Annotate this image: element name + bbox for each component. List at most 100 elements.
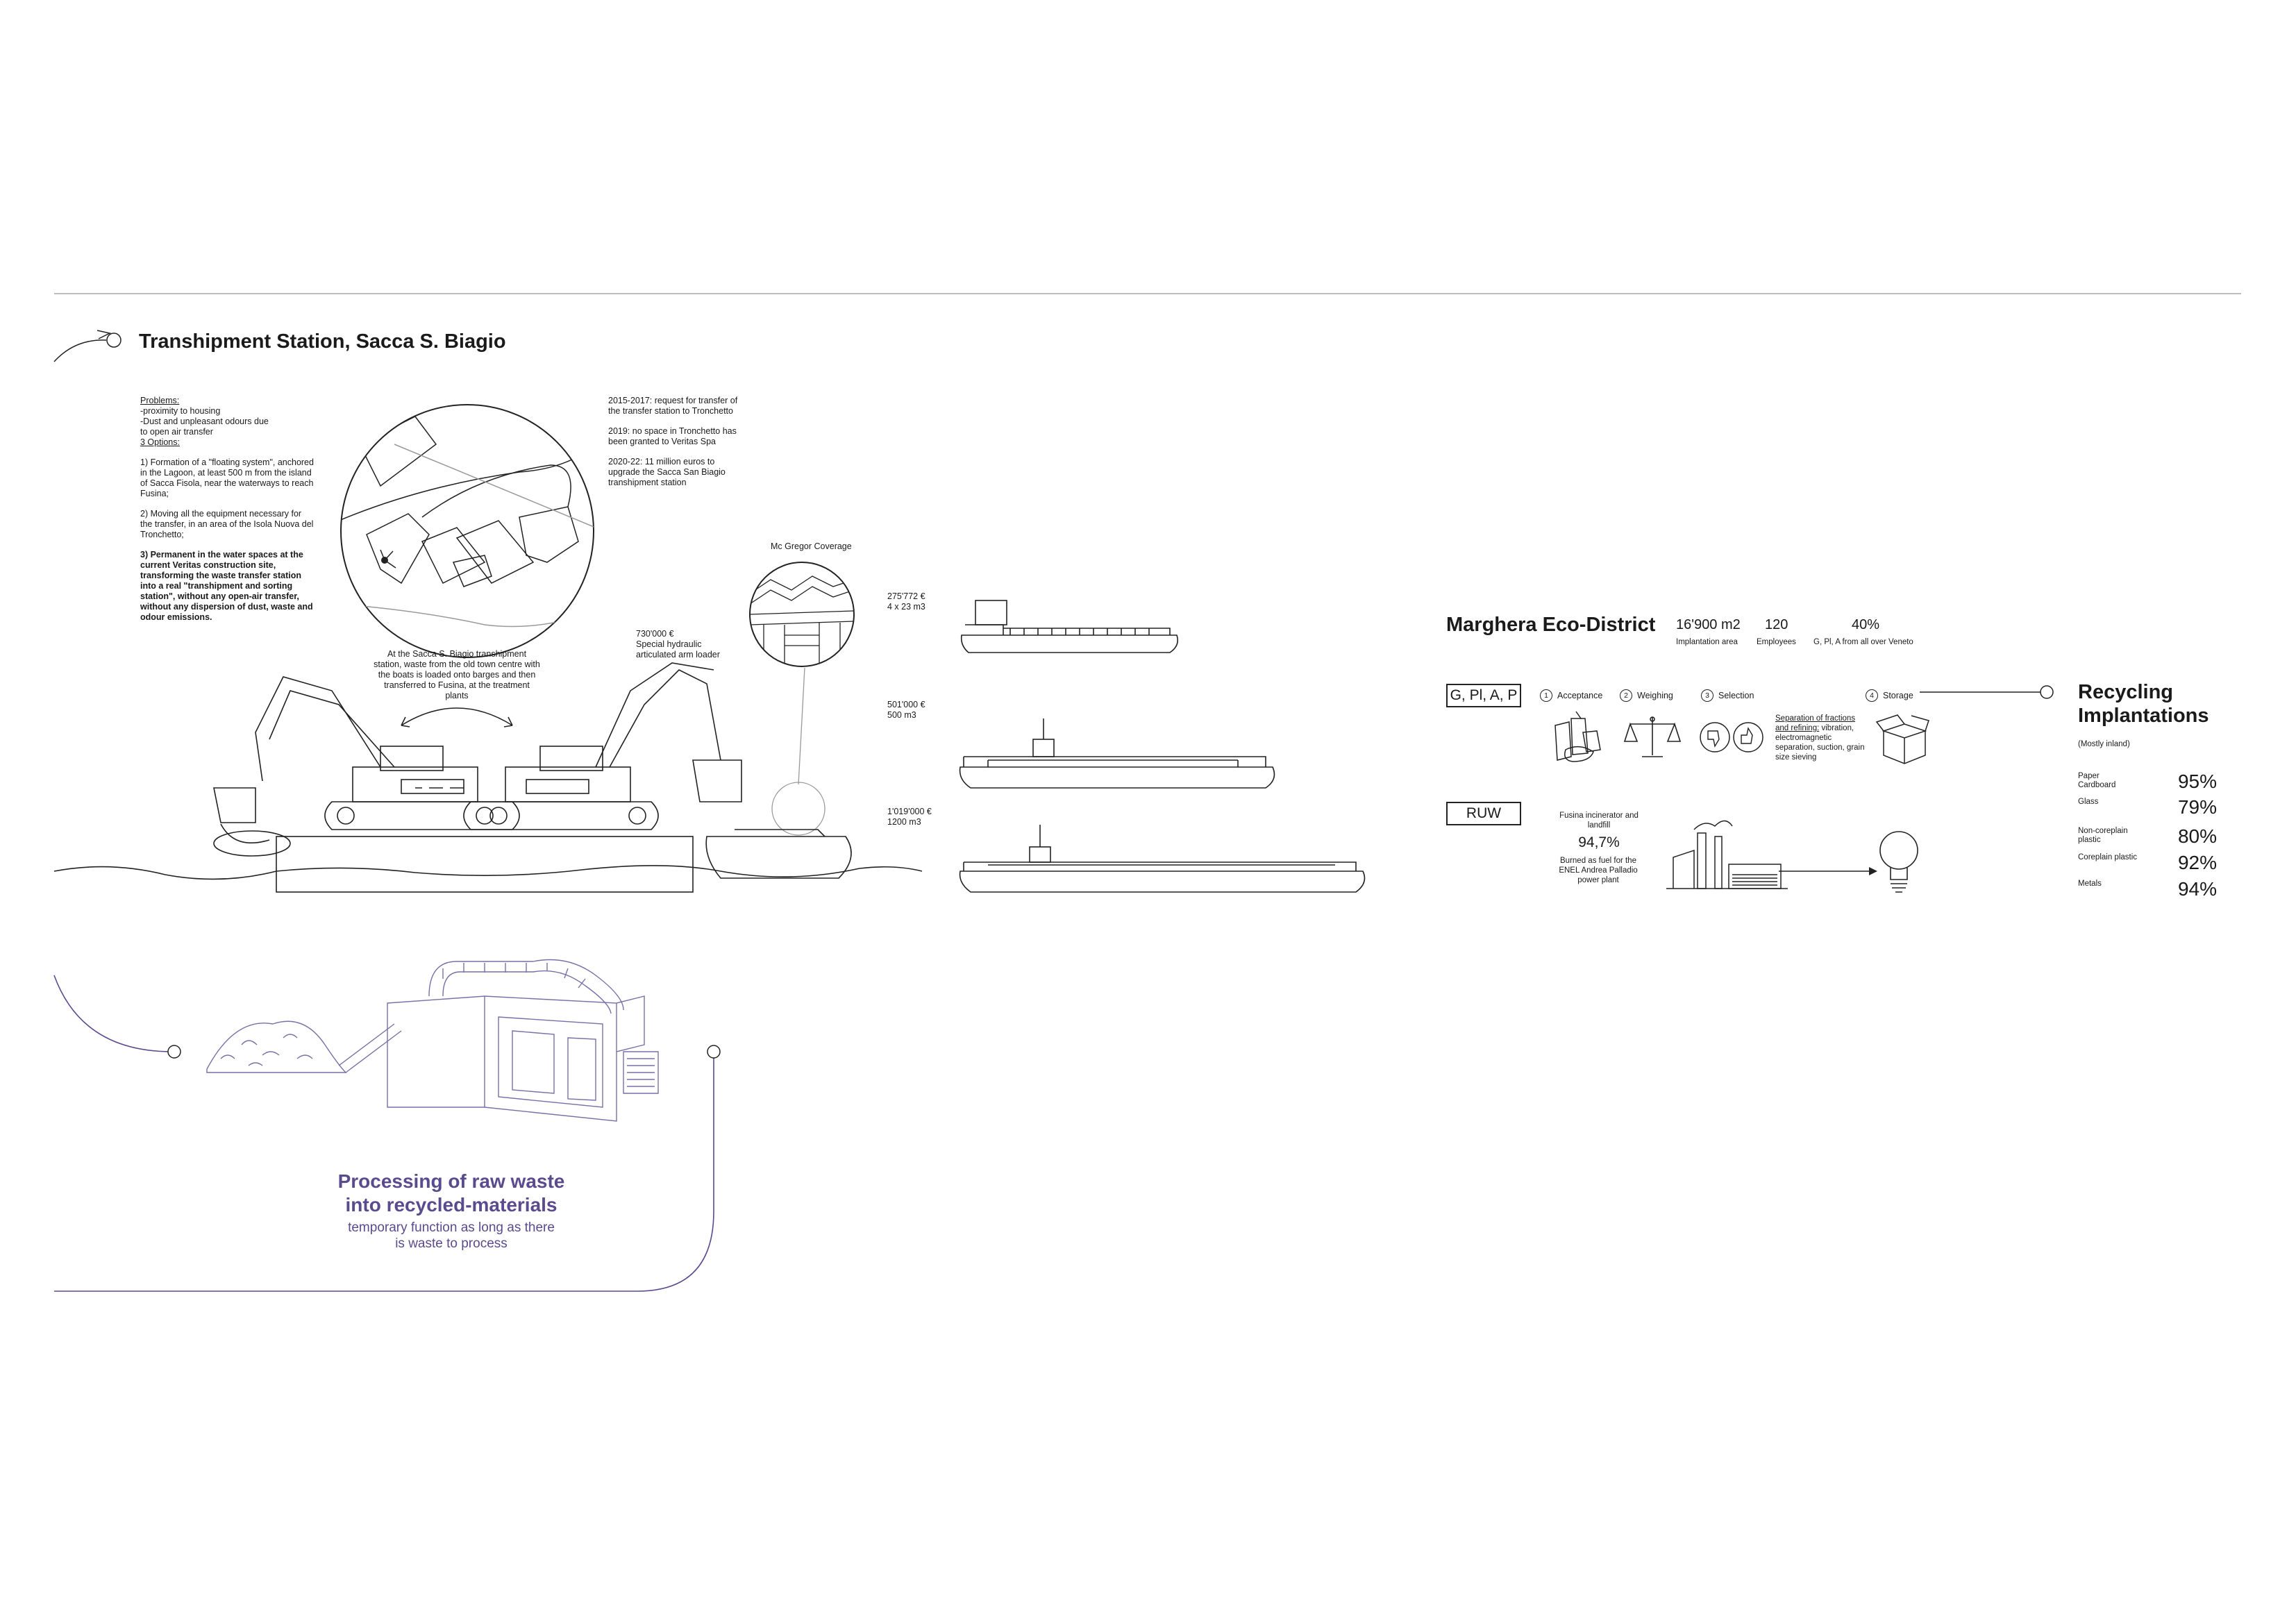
recycling-material: Glass (2078, 798, 2099, 806)
barge-cost: 1'019'000 € (887, 807, 932, 816)
problem-line: -proximity to housing (140, 406, 221, 416)
energy-arrow (1779, 867, 1877, 875)
marghera-title: Marghera Eco-District (1446, 614, 1656, 636)
lightbulb-icon (1879, 831, 1918, 893)
step-selection: 3 Selection (1701, 689, 1754, 702)
stat-value: 120 (1765, 617, 1788, 632)
processing-machine-icon (206, 959, 659, 1122)
processing-subtitle-line: temporary function as long as there (348, 1220, 555, 1235)
recycling-row: Coreplain plastic 92% (2078, 853, 2217, 880)
step-label: Selection (1718, 691, 1754, 700)
separation-heading: Separation of fractions and refining: (1775, 714, 1856, 732)
barge-label-3: 1'019'000 € 1200 m3 (887, 807, 932, 827)
recycling-material: Coreplain plastic (2078, 853, 2138, 861)
step-label: Storage (1883, 691, 1913, 700)
problem-line: -Dust and unpleasant odours due (140, 417, 269, 426)
ruw-box: RUW (1446, 802, 1521, 825)
timeline-item: 2020-22: 11 million euros to upgrade the… (608, 457, 726, 487)
option-2: 2) Moving all the equipment necessary fo… (140, 509, 314, 539)
recycling-title-line: Recycling (2078, 681, 2173, 703)
recycling-title: Recycling Implantations (2078, 680, 2209, 728)
timeline-block: 2015-2017: request for transfer of the t… (608, 396, 744, 498)
barge-large (959, 825, 1366, 893)
recycling-rate: 79% (2177, 796, 2217, 818)
recycling-subtitle: (Mostly inland) (2078, 740, 2130, 748)
marghera-stat: 120 Employees (1757, 617, 1796, 647)
stat-value: 40% (1852, 617, 1880, 632)
mcgregor-detail-circle (749, 562, 855, 667)
processing-title-line: into recycled-materials (345, 1194, 558, 1216)
selection-thumbs-icon (1700, 722, 1763, 752)
separation-note: Separation of fractions and refining: vi… (1775, 714, 1866, 762)
step-weighing: 2 Weighing (1620, 689, 1673, 702)
processing-title-line: Processing of raw waste (337, 1170, 565, 1192)
top-divider (54, 293, 2241, 294)
processing-subtitle: temporary function as long as there is w… (305, 1220, 597, 1252)
stat-label: Employees (1757, 638, 1796, 646)
timeline-item: 2019: no space in Tronchetto has been gr… (608, 426, 737, 446)
step-number: 2 (1620, 689, 1632, 702)
option-1: 1) Formation of a "floating system", anc… (140, 457, 314, 498)
step-number: 3 (1701, 689, 1713, 702)
loader-desc: Special hydraulic articulated arm loader (636, 639, 720, 659)
recycling-material: Metals (2078, 880, 2102, 888)
recycling-title-line: Implantations (2078, 705, 2209, 727)
barge-medium (959, 718, 1275, 789)
step-label: Acceptance (1557, 691, 1603, 700)
storage-connector (1920, 685, 2054, 699)
recycling-row: Paper Cardboard 95% (2078, 772, 2217, 798)
step-label: Weighing (1637, 691, 1673, 700)
options-heading: 3 Options: (140, 437, 180, 447)
barge-label-1: 275'772 € 4 x 23 m3 (887, 591, 925, 612)
mcgregor-leader-line (771, 667, 826, 836)
barge-spec: 500 m3 (887, 710, 916, 720)
acceptance-icon (1555, 711, 1601, 762)
barge-spec: 4 x 23 m3 (887, 602, 925, 612)
recycling-material: Non-coreplain plastic (2078, 827, 2128, 844)
timeline-item: 2015-2017: request for transfer of the t… (608, 396, 738, 416)
storage-box-icon (1875, 714, 1929, 764)
title-arrow-icon (53, 330, 121, 362)
problem-line: to open air transfer (140, 427, 213, 437)
recycling-rate: 92% (2177, 852, 2217, 873)
step-acceptance: 1 Acceptance (1540, 689, 1602, 702)
recycling-rate: 95% (2177, 771, 2217, 792)
recycling-row: Glass 79% (2078, 798, 2217, 827)
recycling-material: Paper Cardboard (2078, 772, 2116, 789)
station-note: At the Sacca S. Biagio transhipment stat… (374, 649, 540, 700)
incinerator-plant-icon (1666, 820, 1788, 889)
recycling-rate: 94% (2177, 878, 2217, 900)
transhipment-title: Transhipment Station, Sacca S. Biagio (139, 330, 506, 353)
material-box: G, Pl, A, P (1446, 684, 1521, 707)
problems-block: Problems: -proximity to housing -Dust an… (140, 396, 314, 632)
separation-text: vibration, electromagnetic separation, s… (1775, 724, 1865, 762)
barge-cost: 275'772 € (887, 591, 925, 601)
processing-connector (53, 975, 721, 1292)
site-map-circle (340, 404, 594, 658)
recycling-row: Metals 94% (2078, 880, 2217, 906)
barge-cost: 501'000 € (887, 700, 925, 709)
fusina-desc: Burned as fuel for the ENEL Andrea Palla… (1559, 857, 1638, 884)
stat-label: Implantation area (1676, 638, 1738, 646)
marghera-stat: 16'900 m2 Implantation area (1676, 617, 1741, 647)
fusina-label: Fusina incinerator and landfill (1559, 812, 1639, 830)
stat-label: G, Pl, A from all over Veneto (1813, 638, 1913, 646)
mcgregor-label: Mc Gregor Coverage (771, 541, 852, 551)
step-number: 1 (1540, 689, 1552, 702)
step-storage: 4 Storage (1866, 689, 1913, 702)
marghera-stat: 40% G, Pl, A from all over Veneto (1813, 617, 1913, 647)
loader-note: 730'000 € Special hydraulic articulated … (636, 629, 740, 660)
problems-heading: Problems: (140, 396, 180, 405)
stat-value: 16'900 m2 (1676, 617, 1741, 632)
barge-small (960, 600, 1179, 653)
recycling-row: Non-coreplain plastic 80% (2078, 827, 2217, 853)
barge-label-2: 501'000 € 500 m3 (887, 700, 925, 721)
excavator-scene (53, 662, 923, 893)
recycling-table: Paper Cardboard 95% Glass 79% Non-corepl… (2078, 772, 2217, 906)
processing-subtitle-line: is waste to process (395, 1236, 508, 1251)
processing-title: Processing of raw waste into recycled-ma… (305, 1170, 597, 1217)
step-number: 4 (1866, 689, 1878, 702)
option-3: 3) Permanent in the water spaces at the … (140, 550, 313, 622)
loader-cost: 730'000 € (636, 629, 674, 639)
fusina-percentage: 94,7% (1578, 834, 1620, 850)
